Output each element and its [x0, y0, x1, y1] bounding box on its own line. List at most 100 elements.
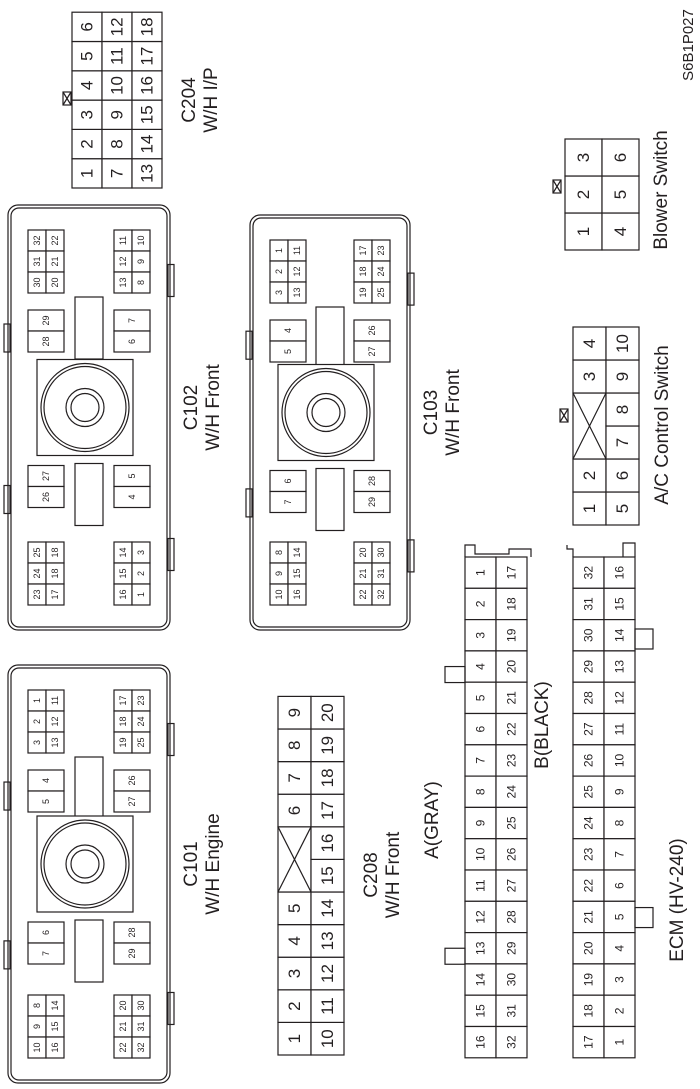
pin-label: 7	[127, 318, 137, 323]
pin-cell	[495, 681, 528, 715]
pin-label: 21	[358, 568, 368, 578]
pin-label: 13	[318, 931, 337, 950]
pin-cell	[564, 138, 603, 177]
pin-cell	[269, 340, 307, 363]
housing-outline	[7, 664, 171, 1084]
pin-label: 14	[118, 547, 128, 557]
pin-cell	[572, 931, 605, 965]
pin-label: 4	[611, 227, 630, 236]
pin-cell	[310, 858, 345, 893]
pin-cell	[605, 458, 640, 493]
pin-label: 16	[318, 834, 337, 853]
pin-label: 27	[41, 471, 51, 481]
key-slot	[74, 462, 104, 527]
housing-tab	[407, 539, 415, 573]
pin-label: 22	[118, 1042, 128, 1052]
pin-label: 32	[376, 589, 386, 599]
pin-label: 28	[582, 691, 596, 705]
pin-cell	[495, 556, 528, 589]
pin-label: 12	[613, 691, 627, 705]
pin-cell	[605, 392, 640, 427]
pin-cell	[27, 485, 65, 509]
pin-cell	[131, 583, 151, 606]
pin-label: 9	[474, 819, 488, 826]
pin-cell	[572, 869, 605, 902]
pin-cell	[71, 11, 103, 43]
pin-label: 6	[611, 153, 630, 162]
key-slot	[74, 296, 104, 360]
pin-label: 16	[50, 1042, 60, 1052]
housing-tab	[167, 537, 175, 572]
pin-label: 15	[474, 1004, 488, 1018]
pin-cell	[101, 70, 133, 101]
pin-label: 18	[118, 716, 128, 726]
pin-cell	[603, 556, 636, 589]
pin-label: 13	[474, 941, 488, 955]
pin-cell	[277, 891, 312, 926]
pin-label: 1	[32, 698, 42, 703]
pin-label: 27	[127, 796, 137, 806]
pin-label: 8	[613, 405, 632, 414]
pin-cell	[464, 618, 497, 652]
pin-label: 29	[127, 948, 137, 958]
pin-label: 23	[376, 245, 386, 255]
pin-label: 21	[505, 691, 519, 705]
pin-label: 8	[285, 741, 304, 750]
pin-label: 8	[274, 550, 284, 555]
pin-label: 14	[138, 135, 157, 154]
pin-label: 8	[108, 139, 127, 148]
pin-label: 23	[505, 753, 519, 767]
pin-label: 11	[474, 879, 488, 892]
pin-label: 22	[582, 879, 596, 893]
pin-cell	[71, 128, 103, 160]
pin-cell	[269, 490, 307, 514]
pin-label: 11	[108, 47, 127, 65]
housing-tab	[3, 323, 11, 353]
pin-label: 28	[367, 476, 377, 486]
pin-label: 28	[127, 927, 137, 937]
pin-label: 8	[32, 1003, 42, 1008]
pin-cell	[353, 340, 391, 363]
pin-label: 9	[613, 372, 632, 381]
pin-label: 10	[32, 1042, 42, 1052]
pin-label: 3	[474, 632, 488, 639]
pin-cell	[464, 681, 497, 715]
pin-label: 23	[32, 589, 42, 599]
connector-name: C103	[421, 390, 442, 435]
pin-label: 19	[318, 736, 337, 755]
bolt-housing	[36, 815, 134, 913]
pin-cell	[605, 359, 640, 394]
pin-label: 3	[32, 740, 42, 745]
pin-label: 19	[358, 287, 368, 297]
pin-label: 5	[611, 190, 630, 199]
shroud-edge	[464, 544, 532, 557]
pin-label: 1	[580, 504, 599, 513]
pin-label: 2	[574, 190, 593, 199]
pin-label: 14	[318, 899, 337, 918]
pin-label: 12	[318, 964, 337, 983]
pin-label: 28	[505, 910, 519, 924]
pin-cell	[310, 891, 345, 926]
pin-label: 17	[50, 589, 60, 599]
pin-label: 20	[50, 277, 60, 287]
pin-label: 2	[32, 719, 42, 724]
pin-cell	[495, 1025, 528, 1059]
pin-label: 1	[136, 592, 146, 597]
pin-label: 10	[474, 847, 488, 861]
pin-label: 30	[582, 628, 596, 642]
key-slot	[315, 306, 345, 370]
pin-label: 21	[582, 910, 596, 924]
pin-label: 5	[78, 51, 97, 60]
key-slot	[74, 756, 104, 820]
pin-label: 1	[474, 569, 488, 576]
housing-outline-inner	[10, 667, 168, 1081]
pin-cell	[27, 790, 65, 813]
pin-cell	[113, 330, 151, 353]
lock-tab-icon	[552, 179, 562, 194]
pin-label: 31	[136, 1021, 146, 1031]
pin-label: 3	[285, 969, 304, 978]
housing-outline	[7, 204, 171, 631]
key-slot	[74, 919, 104, 983]
